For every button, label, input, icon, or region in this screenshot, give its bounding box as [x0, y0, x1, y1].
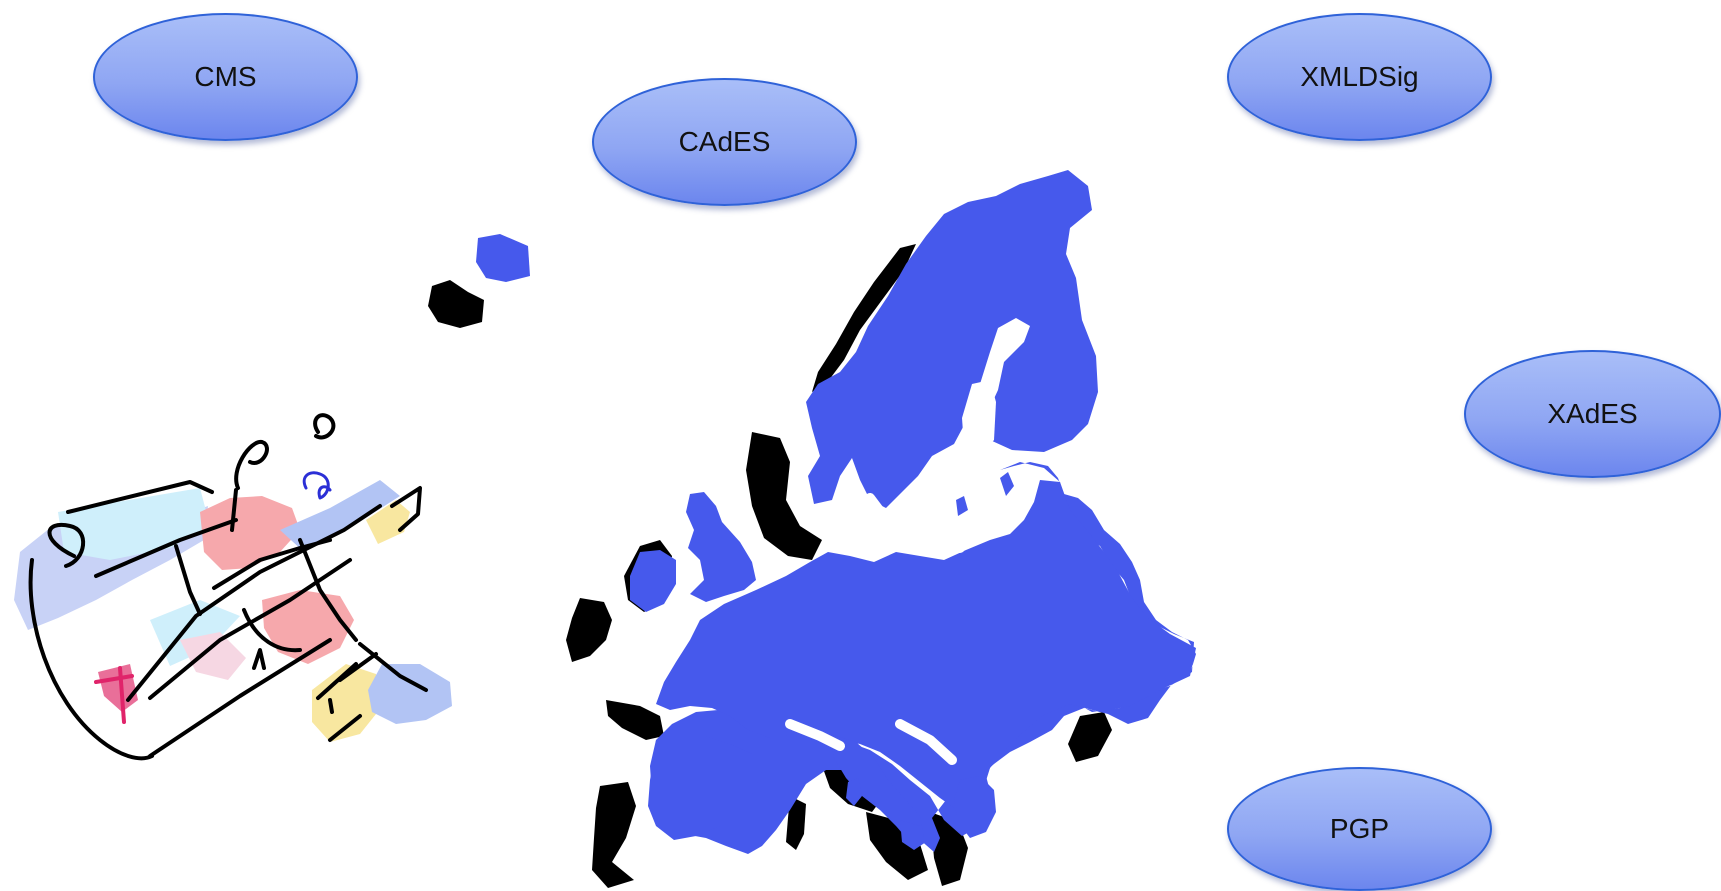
- xmldsig-label: XMLDSig: [1300, 61, 1419, 92]
- cms-label: CMS: [194, 61, 257, 92]
- cms-bubble: CMS: [93, 13, 358, 141]
- xades-bubble: XAdES: [1464, 350, 1721, 478]
- xades-label: XAdES: [1547, 398, 1638, 429]
- cades-label: CAdES: [678, 126, 771, 157]
- cades-bubble: CAdES: [592, 78, 857, 206]
- pgp-label: PGP: [1329, 813, 1390, 844]
- europe-map-icon: [428, 170, 1196, 888]
- xmldsig-bubble: XMLDSig: [1227, 13, 1492, 141]
- scroll-quill-clipart-icon: [14, 413, 452, 761]
- pgp-bubble: PGP: [1227, 767, 1492, 891]
